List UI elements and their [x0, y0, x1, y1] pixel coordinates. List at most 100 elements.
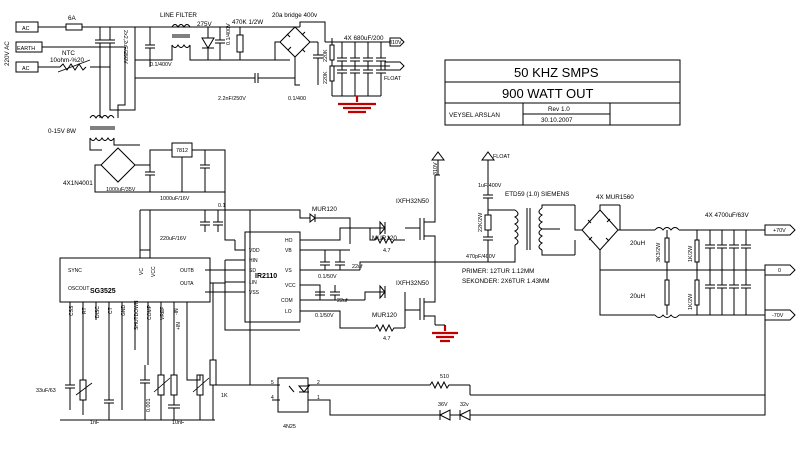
r47a-label: 4.7: [383, 248, 391, 254]
ir-pin-hin: HIN: [249, 258, 258, 264]
primer-label: PRIMER: 12TUR 1.12MM: [462, 268, 534, 275]
line-filter: LINE FILTER 0.1/400V 275V 0.1/400V 470K …: [135, 12, 290, 68]
ir2110-chip: [244, 231, 301, 323]
r470k-label: 470K 1/2W: [232, 19, 263, 26]
power-transformer: FLOAT 1uF/400V ETD59 (1.0) SIEMENS 22K/2…: [435, 151, 575, 285]
sg-pin-ninv: +IN: [176, 322, 182, 330]
cap-1nf-label: 1nF: [90, 420, 100, 426]
mosfet-high: [405, 174, 440, 250]
float-rail-label: FLOAT: [493, 154, 511, 160]
title-author: VEYSEL ARSLAN: [449, 112, 500, 119]
cap-22uf-a-label: 22uf: [352, 264, 363, 270]
mains-input: 220V AC AC EARTH AC 6A NTC 10ohm-%20 2x2…: [4, 15, 300, 111]
sg3525-chip: [59, 257, 211, 303]
r22k-label: 22K/2W: [478, 212, 484, 232]
cap-1000-16-label: 1000uF/16V: [160, 196, 190, 202]
r1k-a-label: 1K/2W: [688, 245, 694, 262]
filter-cap-2: [215, 27, 225, 60]
sg-pin-css: CSS: [69, 305, 75, 316]
title-line-2: 900 WATT OUT: [502, 86, 594, 101]
cap-01-50b-label: 0.1/50V: [315, 313, 334, 319]
mur120-a-label: MUR120: [312, 206, 337, 213]
bridge-rectifier: [279, 26, 311, 58]
out-plus70-label: +70V: [773, 228, 786, 234]
ir-pin-vdd: VDD: [249, 248, 260, 254]
title-date: 30.10.2007: [541, 117, 573, 124]
ir2110-label: IR2110: [255, 273, 277, 280]
aux-supply: 0-15V 8W 4X1N4001 1000uF/35V 7812 1000uF…: [48, 47, 235, 258]
sg-pin-rt: RT: [82, 307, 88, 314]
sekonder-label: SEKONDER: 2X6TUR 1.43MM: [462, 278, 549, 285]
r1k-b-label: 1K/2W: [688, 293, 694, 310]
l20uh-a-label: 20uH: [630, 240, 646, 247]
soft-start-cap: [65, 384, 75, 410]
bleeder-resistor: [236, 27, 244, 60]
sg-pin-vcc: VCC: [151, 266, 157, 277]
aux-bridge-label: 4X1N4001: [63, 180, 93, 187]
aux-transformer-label: 0-15V 8W: [48, 128, 76, 135]
cap-1uf-label: 1uF/400V: [478, 183, 502, 189]
r510-label: 510: [440, 374, 449, 380]
rt-potentiometer: [79, 360, 87, 415]
earth-terminal-label: EARTH: [17, 46, 35, 52]
opto-pin-4: 4: [271, 395, 274, 401]
r47b-label: 4.7: [383, 336, 391, 342]
ir-pin-vb: VB: [285, 248, 292, 254]
opto-label: 4N25: [283, 424, 296, 430]
float-flag: [384, 61, 405, 71]
out-310v-label: 310V: [389, 40, 402, 46]
ir-pin-com: COM: [281, 298, 293, 304]
out-plus70-flag: [764, 224, 796, 236]
sg-pin-vc: VC: [139, 268, 145, 275]
sg-pin-inv: -IN: [174, 308, 180, 315]
mosfet-low: [404, 262, 436, 328]
zener-32-label: 32v: [460, 402, 469, 408]
sg-pin-oscout: OSCOUT: [68, 286, 89, 292]
aux-bridge: [100, 147, 136, 183]
mov-varistor: [201, 27, 215, 60]
sg-pin-gnd: GND: [121, 305, 127, 317]
sg-pin-disc: DISC: [95, 306, 101, 318]
primary-winding: [514, 209, 519, 246]
output-capacitors: [705, 230, 715, 315]
sg-pin-sync: SYNC: [68, 268, 82, 274]
out-310v-flag: [385, 37, 405, 47]
secondary-winding: [538, 207, 543, 251]
cap-4700-label: 4X 4700uF/63V: [705, 212, 750, 219]
cap-01-400c-label: 0.1/400: [288, 96, 306, 102]
mosfet-b-label: IXFH32N50: [396, 280, 429, 287]
ir-pin-vcc: VCC: [285, 283, 296, 289]
mosfet-a-label: IXFH32N50: [396, 198, 429, 205]
sg-pin-ct: CT: [108, 307, 114, 314]
out-zero-label: 0: [778, 268, 781, 274]
cap-470pf-label: 470pF/400V: [466, 254, 496, 260]
cap-33-label: 33uF/63: [36, 388, 56, 394]
mains-label: 220V AC: [4, 41, 11, 66]
ground-symbol-main: [338, 96, 376, 114]
feedback-loop: 4N25 2 1 5 4 510 36V 32v: [213, 210, 766, 430]
opto-pin-2: 2: [317, 380, 320, 386]
ir-pin-sd: SD: [249, 268, 256, 274]
opto-pin-5: 5: [271, 380, 274, 386]
mov-label: 275V: [197, 21, 213, 28]
mosfet-stage: MUR120 4.7 IXFH32N50 310V MUR120 4.7 IXF…: [359, 151, 458, 343]
optocoupler-4n25: [277, 377, 309, 413]
cap-2n2-label: 2.2nF/250V: [218, 96, 246, 102]
zener-36-label: 36V: [438, 402, 448, 408]
etd59-label: ETD59 (1.0) SIEMENS: [505, 191, 569, 198]
bridge-label: 20a bridge 400v: [272, 12, 318, 19]
ir-pin-ho: HO: [285, 238, 293, 244]
cap-1000-35-label: 1000uF/35V: [106, 187, 136, 193]
filter-cap-2-label: 0.1/400V: [226, 23, 232, 45]
mur120-b-label: MUR120: [372, 235, 397, 242]
rail-310v-label: 310V: [433, 162, 439, 175]
gate-driver: 0.1 220uF/16V MUR120 IR2110 VDD HIN SD L…: [160, 203, 375, 331]
cap-220-label: 220uF/16V: [160, 236, 187, 242]
ntc-resistor: [59, 63, 87, 71]
x-capacitor: [105, 27, 115, 67]
output-rectifier: 4X MUR1560 20uH 20uH 3K3/2W 1K/2W 1K/2W …: [470, 194, 796, 396]
filter-cap-1-label: 0.1/400V: [150, 62, 172, 68]
mur120-c-label: MUR120: [372, 312, 397, 319]
fuse: [65, 23, 83, 31]
ir-pin-lo: LO: [285, 309, 292, 315]
